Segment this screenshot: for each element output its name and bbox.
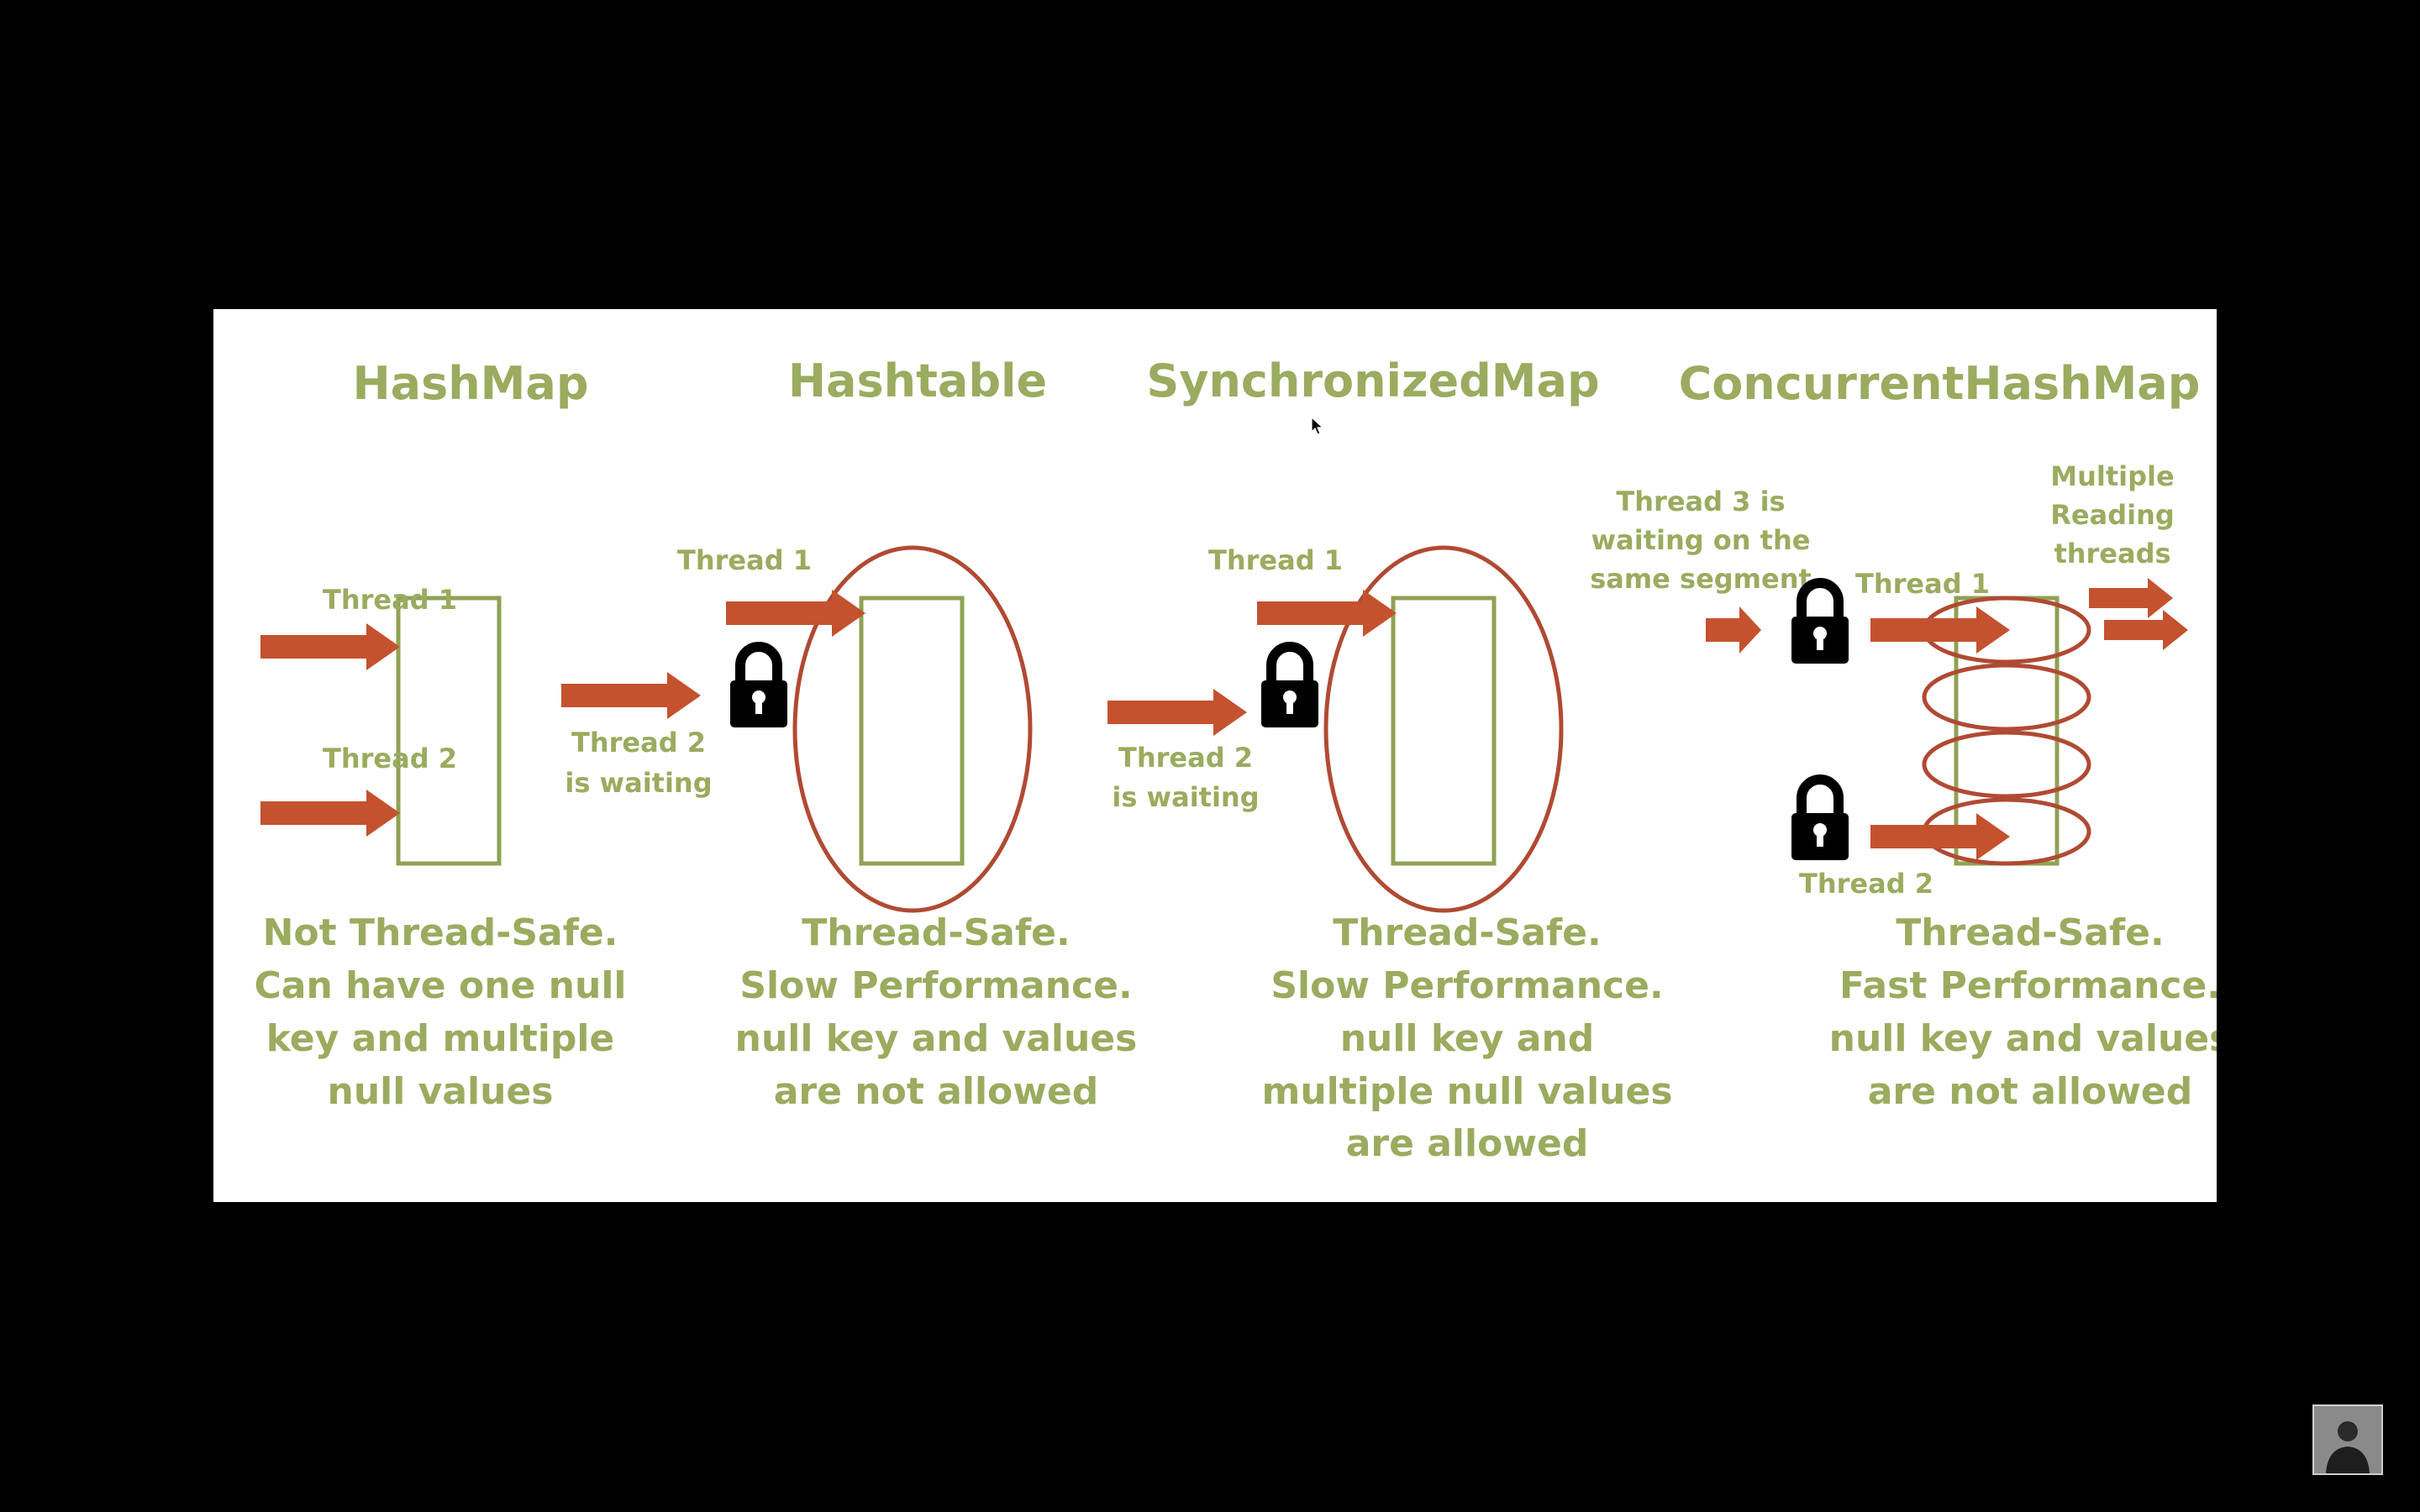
description-line: Thread-Safe.	[1333, 911, 1601, 954]
slide: HashMap Hashtable SynchronizedMap Concur…	[213, 309, 2217, 1202]
thread-1-label: Thread 1	[677, 544, 812, 576]
lock-boundary-ellipse	[792, 545, 1033, 913]
description-line: key and multiple	[266, 1017, 615, 1060]
description-line: Fast Performance.	[1839, 964, 2217, 1007]
map-box	[396, 596, 502, 866]
thread-2-label: Thread 2	[1799, 868, 1933, 900]
description-line: Not Thread-Safe.	[263, 911, 618, 954]
segment-ellipse	[1922, 663, 2091, 732]
thread-2-arrow	[1107, 689, 1247, 736]
description-line: are not allowed	[774, 1070, 1099, 1113]
diagram: HashMap Hashtable SynchronizedMap Concur…	[254, 354, 2217, 1165]
title-synchronizedmap: SynchronizedMap	[1146, 354, 1599, 407]
thread-3-label: waiting on the	[1591, 524, 1811, 556]
thread-1-label: Thread 1	[1208, 544, 1343, 576]
description-line: Thread-Safe.	[1896, 911, 2164, 954]
reading-threads-label: threads	[2054, 538, 2170, 570]
thread-2-label: Thread 2	[1118, 742, 1253, 774]
thread-2-arrow	[260, 790, 400, 837]
waiting-label: is waiting	[565, 767, 712, 799]
thread-3-label: same segment	[1590, 563, 1812, 595]
lock-icon	[1791, 583, 1849, 664]
description-line: Thread-Safe.	[802, 911, 1070, 954]
description-line: Slow Performance.	[1270, 964, 1663, 1007]
thread-3-label: Thread 3 is	[1616, 486, 1785, 517]
reading-threads-label: Reading	[2050, 499, 2175, 531]
thread-1-arrow	[1870, 606, 2010, 654]
thread-1-label: Thread 1	[323, 584, 457, 616]
description-line: null key and values	[735, 1017, 1138, 1060]
reading-thread-arrow	[2104, 610, 2188, 650]
lock-icon	[1791, 780, 1849, 860]
description-line: multiple null values	[1261, 1070, 1672, 1113]
lock-icon	[1261, 647, 1318, 727]
description-line: null values	[328, 1070, 554, 1113]
map-box	[1391, 596, 1497, 866]
lock-icon	[730, 647, 787, 727]
reading-threads-label: Multiple	[2050, 460, 2174, 492]
description-line: Slow Performance.	[739, 964, 1132, 1007]
lock-boundary-ellipse	[1323, 545, 1564, 913]
title-hashmap: HashMap	[352, 357, 588, 410]
description-line: are not allowed	[1868, 1070, 2193, 1113]
thread-2-label: Thread 2	[323, 743, 457, 774]
description-line: are allowed	[1346, 1122, 1589, 1165]
thread-1-arrow	[260, 623, 400, 670]
presenter-webcam-thumbnail	[2312, 1404, 2383, 1475]
thread-1-arrow	[726, 590, 865, 637]
mouse-cursor-icon	[1311, 417, 1324, 435]
thread-2-label: Thread 2	[571, 727, 706, 759]
title-concurrenthashmap: ConcurrentHashMap	[1679, 357, 2201, 410]
thread-1-label: Thread 1	[1855, 568, 1990, 600]
segment-ellipse	[1922, 730, 2091, 799]
map-box	[859, 596, 965, 866]
title-hashtable: Hashtable	[788, 354, 1047, 407]
description-line: Can have one null	[254, 964, 626, 1007]
description-line: null key and values	[1829, 1017, 2217, 1060]
description-line: null key and	[1340, 1017, 1595, 1060]
waiting-label: is waiting	[1112, 781, 1259, 813]
thread-2-arrow	[1870, 813, 2010, 860]
reading-thread-arrow	[2089, 578, 2173, 618]
thread-1-arrow	[1257, 590, 1397, 637]
thread-3-arrow	[1706, 606, 1761, 654]
thread-2-arrow	[561, 672, 701, 719]
